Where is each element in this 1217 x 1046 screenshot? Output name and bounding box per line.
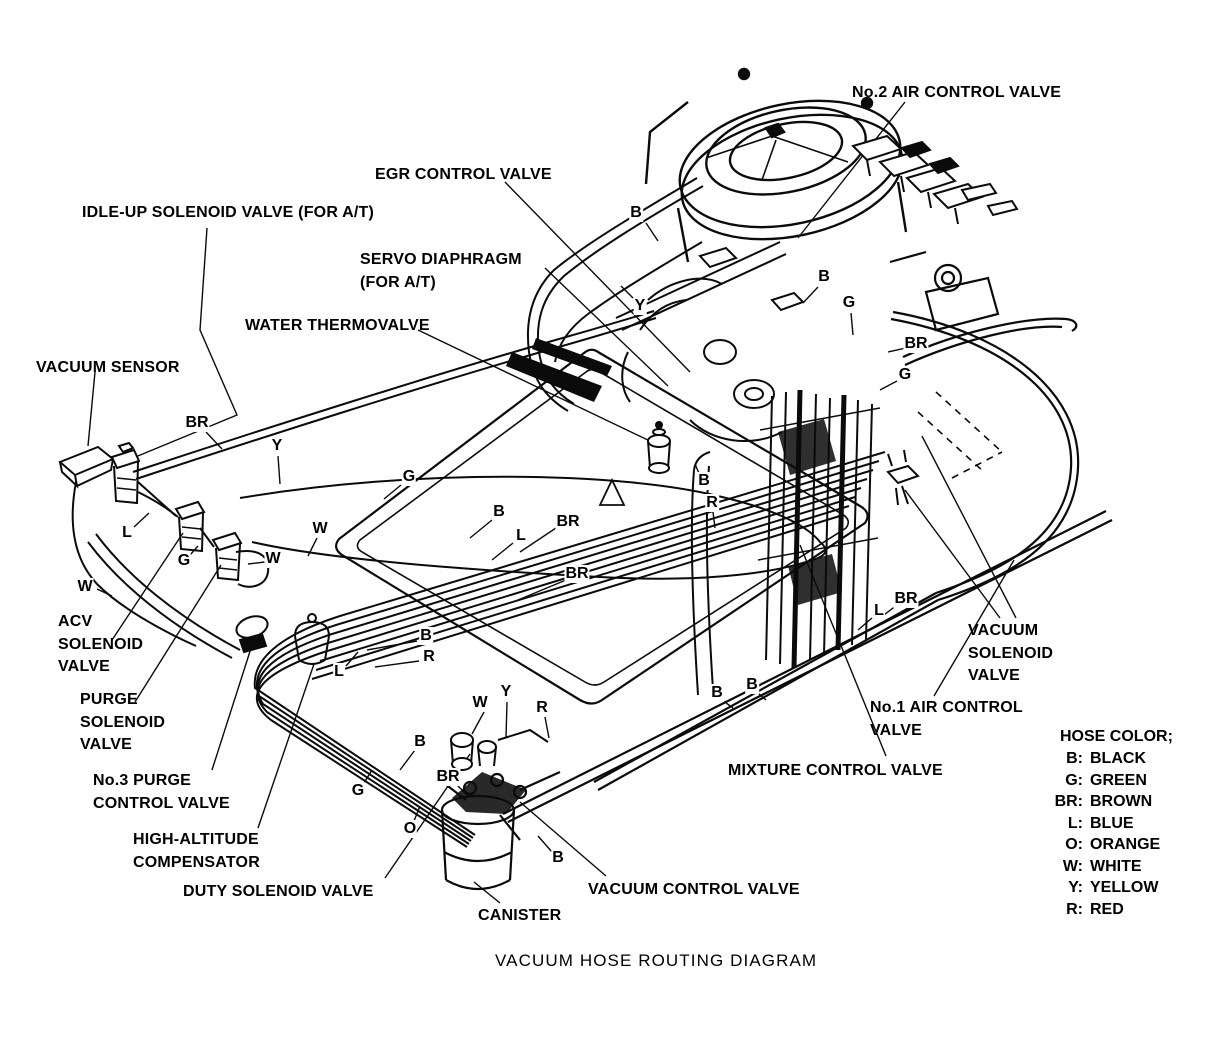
- legend-entry-code: O:: [1065, 836, 1083, 853]
- legend-entry-color-name: BLUE: [1090, 814, 1134, 832]
- engine-hose-cluster: [757, 389, 881, 669]
- legend-entry-color-name: BROWN: [1090, 793, 1153, 810]
- legend-entry-code: BR:: [1054, 793, 1083, 810]
- duty-solenoid: [450, 728, 549, 771]
- canister-cluster: [439, 770, 561, 890]
- marker-ticks: [96, 222, 907, 853]
- legend-entry-code: R:: [1066, 900, 1083, 918]
- legend-entry-color-name: YELLOW: [1090, 879, 1159, 896]
- intake-plenum: [335, 348, 869, 705]
- legend-entry-code: L:: [1067, 814, 1083, 832]
- label-high-altitude-compensator: HIGH-ALTITUDE COMPENSATOR: [133, 831, 260, 871]
- legend-entry: B: BLACK: [1043, 748, 1173, 770]
- legend-entry-color-name: RED: [1090, 900, 1124, 918]
- legend-entry: O: ORANGE: [1043, 834, 1173, 856]
- radiator-cap: [889, 250, 1000, 332]
- label-idle-up-solenoid-valve: IDLE-UP SOLENOID VALVE (FOR A/T): [82, 204, 375, 221]
- legend-entry-color-name: GREEN: [1090, 771, 1147, 789]
- legend-title: HOSE COLOR;: [1060, 728, 1173, 745]
- legend-entry-code: G:: [1065, 771, 1083, 789]
- water-thermovalve: [647, 421, 671, 474]
- label-servo-diaphragm: SERVO DIAPHRAGM (FOR A/T): [360, 251, 522, 291]
- label-no3-purge-control-valve: No.3 PURGE CONTROL VALVE: [93, 772, 230, 812]
- label-vacuum-sensor: VACUUM SENSOR: [36, 359, 180, 376]
- diagram-caption: VACUUM HOSE ROUTING DIAGRAM: [495, 951, 818, 970]
- legend-entries: B: BLACK G: GREEN BR: BROWN L: BLUE O: ORANGE W: WH…: [1043, 748, 1173, 920]
- legend-entry-color-name: BLACK: [1090, 750, 1146, 767]
- left-components: [58, 441, 330, 665]
- legend-entry: R: RED: [1043, 899, 1173, 921]
- label-no2-air-control-valve: No.2 AIR CONTROL VALVE: [852, 84, 1062, 101]
- upper-hoses: [71, 177, 827, 647]
- label-no1-air-control-valve: No.1 AIR CONTROL VALVE: [870, 699, 1023, 739]
- label-purge-solenoid-valve: PURGE SOLENOID VALVE: [80, 691, 166, 754]
- legend-entry: W: WHITE: [1043, 856, 1173, 878]
- right-loop-hoses: [502, 310, 1113, 823]
- legend-entry-color-name: WHITE: [1090, 857, 1142, 875]
- label-water-thermovalve: WATER THERMOVALVE: [245, 317, 430, 334]
- no2-air-control-valve-assembly: [851, 134, 1019, 225]
- label-acv-solenoid-valve: ACV SOLENOID VALVE: [58, 613, 144, 676]
- hose-color-legend: HOSE COLOR; B: BLACK G: GREEN BR: BROWN L: BLUE…: [1043, 728, 1173, 920]
- vacuum-solenoid-valve: [886, 391, 1003, 506]
- legend-entry-code: Y:: [1068, 879, 1083, 896]
- legend-entry-code: B:: [1066, 750, 1083, 767]
- label-vacuum-control-valve: VACUUM CONTROL VALVE: [588, 881, 800, 898]
- label-egr-control-valve: EGR CONTROL VALVE: [375, 166, 552, 183]
- legend-entry: G: GREEN: [1043, 770, 1173, 792]
- legend-entry-code: W:: [1062, 857, 1083, 875]
- label-mixture-control-valve: MIXTURE CONTROL VALVE: [728, 762, 943, 779]
- label-vacuum-solenoid-valve: VACUUM SOLENOID VALVE: [968, 622, 1054, 685]
- legend-entry-color-name: ORANGE: [1090, 836, 1161, 853]
- label-duty-solenoid-valve: DUTY SOLENOID VALVE: [183, 883, 374, 900]
- legend-entry: BR: BROWN: [1043, 791, 1173, 813]
- legend-entry: L: BLUE: [1043, 813, 1173, 835]
- label-canister: CANISTER: [478, 907, 562, 924]
- legend-entry: Y: YELLOW: [1043, 877, 1173, 899]
